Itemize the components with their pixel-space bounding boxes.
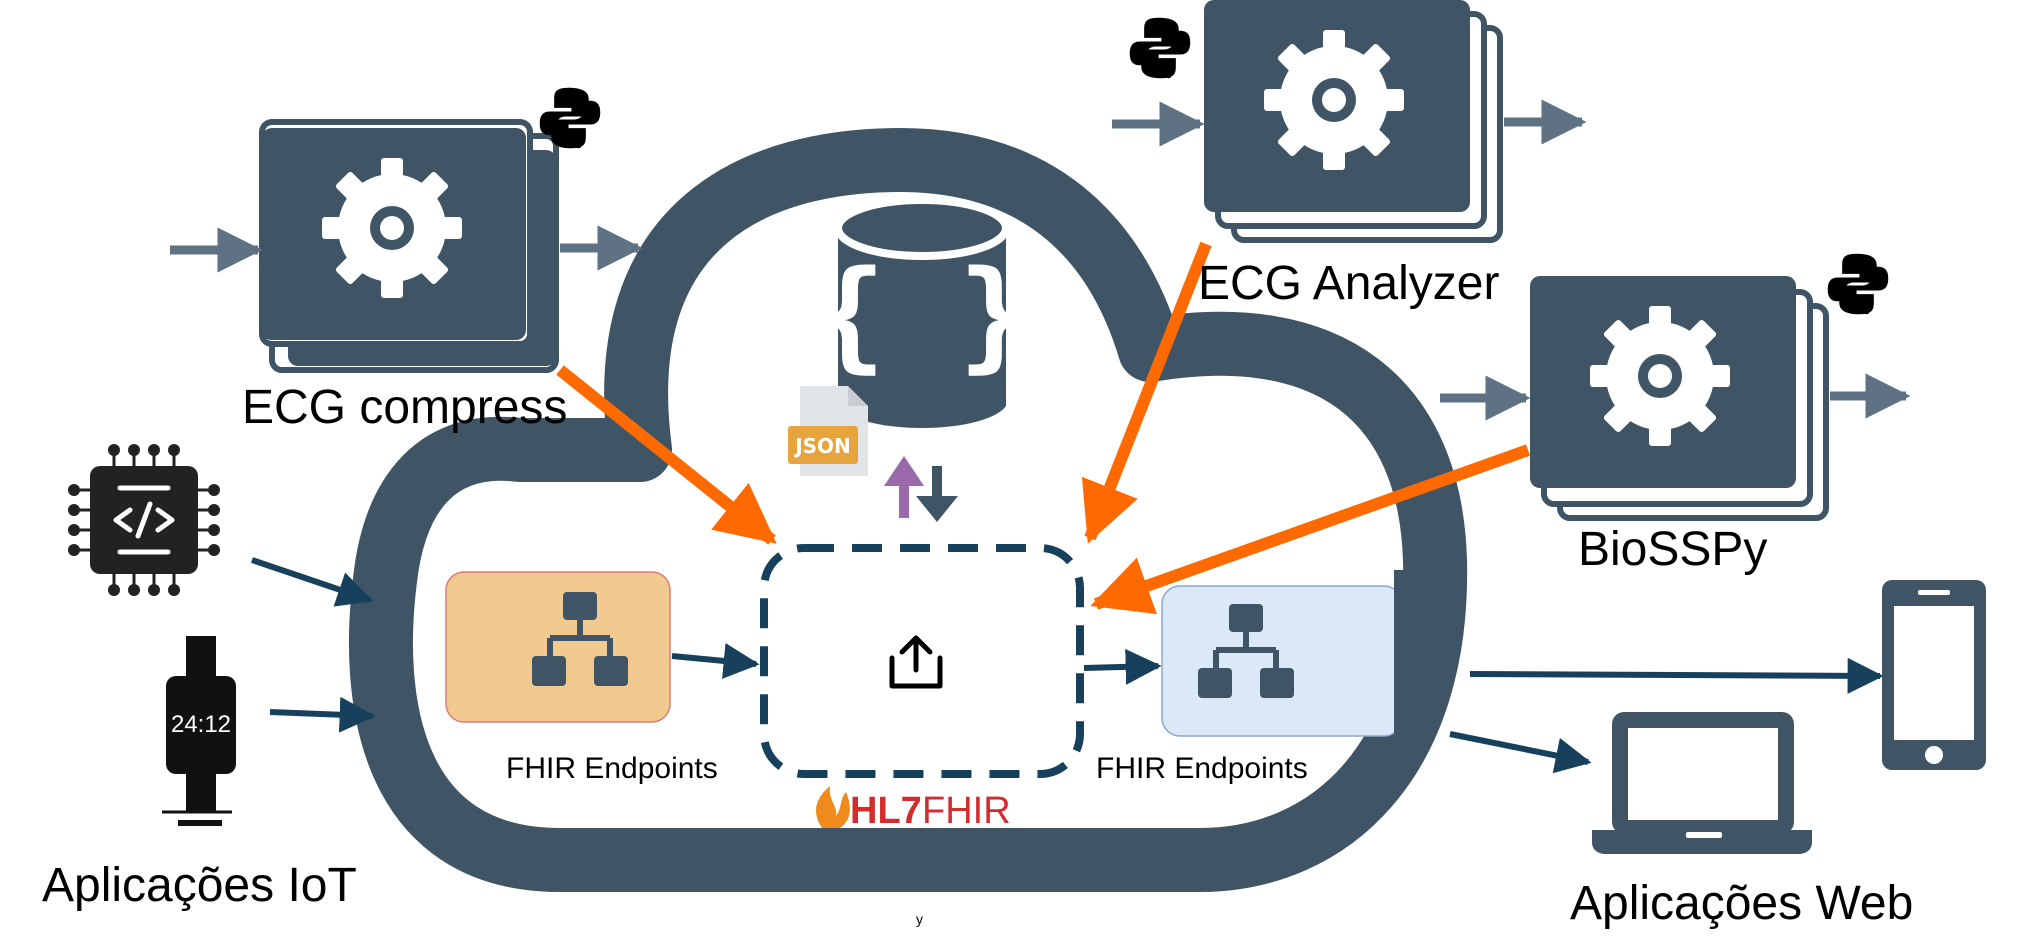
navy-arrows bbox=[251, 557, 1884, 774]
fhir-endpoints-right-label: FHIR Endpoints bbox=[1096, 752, 1308, 785]
biosspy-module bbox=[1440, 253, 1911, 521]
arrow-chip-to-cloud bbox=[251, 557, 374, 607]
biosspy-label: BioSSPy bbox=[1578, 523, 1768, 576]
upload-icon bbox=[889, 635, 943, 689]
iot-apps-label: Aplicações IoT bbox=[42, 859, 357, 912]
web-apps-label: Aplicações Web bbox=[1570, 877, 1914, 930]
gear-icon bbox=[322, 158, 462, 298]
up-arrow-icon bbox=[884, 456, 924, 518]
gear-icon bbox=[1590, 306, 1730, 446]
ecg-compress-label: ECG compress bbox=[242, 381, 568, 434]
arrow-left-endpoint-to-server bbox=[671, 643, 760, 679]
fhir-logo-text: FHIR bbox=[922, 790, 1011, 832]
fhir-endpoints-right bbox=[1161, 570, 1414, 750]
chip-code-icon bbox=[68, 444, 220, 596]
python-logo-icon bbox=[1827, 253, 1889, 315]
footer-mark: y bbox=[916, 911, 923, 927]
orange-arrow-compress bbox=[556, 365, 777, 545]
smartwatch-icon: 24:12 bbox=[162, 636, 236, 826]
arrow-server-to-right-endpoint bbox=[1083, 648, 1162, 685]
hl7-fhir-logo: HL7 FHIR bbox=[816, 786, 1011, 832]
json-database-icon: { } bbox=[814, 196, 1031, 428]
watch-time-text: 24:12 bbox=[171, 711, 231, 738]
orange-arrow-biosspy bbox=[1090, 444, 1531, 615]
orange-arrow-analyzer bbox=[1081, 241, 1212, 544]
fhir-endpoints-left-label: FHIR Endpoints bbox=[506, 752, 718, 785]
down-arrow-icon bbox=[916, 466, 958, 522]
ecg-compress-module bbox=[170, 87, 643, 373]
ecg-analyzer-label: ECG Analyzer bbox=[1198, 257, 1500, 310]
read-write-arrows bbox=[884, 456, 958, 522]
arrow-cloud-to-laptop bbox=[1449, 731, 1592, 774]
hl7-logo-text: HL7 bbox=[850, 790, 922, 832]
json-file-icon: JSON bbox=[788, 386, 868, 476]
fhir-endpoints-left bbox=[445, 571, 671, 723]
arrow-cloud-to-phone bbox=[1469, 657, 1884, 694]
orange-arrows bbox=[556, 241, 1531, 615]
gear-icon bbox=[1264, 30, 1404, 170]
arrow-watch-to-cloud bbox=[269, 696, 376, 733]
json-badge-text: JSON bbox=[793, 434, 851, 458]
ecg-analyzer-module bbox=[1112, 0, 1587, 243]
cloud-shape bbox=[348, 128, 1468, 892]
laptop-icon bbox=[1592, 712, 1812, 854]
smartphone-icon bbox=[1882, 580, 1986, 770]
svg-text:{ }: { } bbox=[814, 246, 1031, 385]
fhir-server-box bbox=[760, 544, 1084, 778]
python-logo-icon bbox=[1129, 17, 1191, 79]
